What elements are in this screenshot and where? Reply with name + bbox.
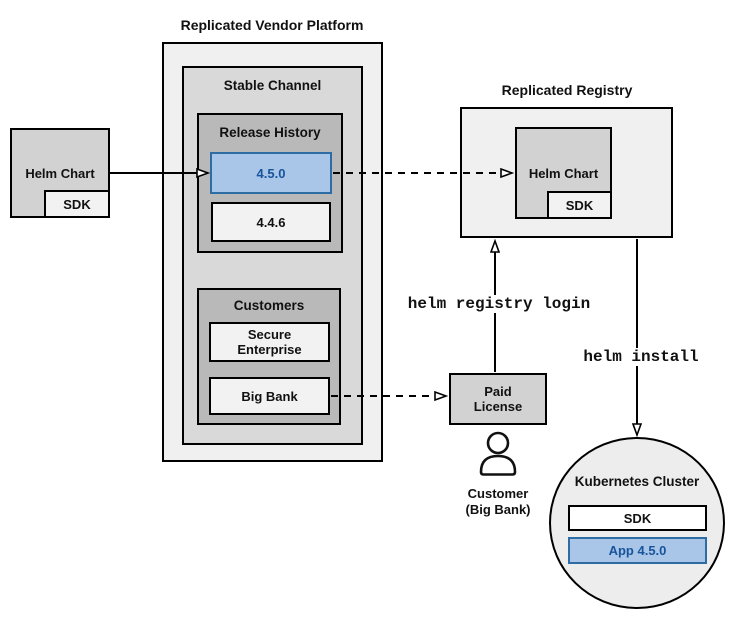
customer-caption-name: Customer [467, 486, 529, 501]
release-version-previous-box: 4.4.6 [211, 202, 331, 242]
release-version-current-box: 4.5.0 [210, 152, 332, 194]
customer-caption-org: (Big Bank) [465, 502, 531, 517]
command-helm-install: helm install [573, 348, 709, 366]
paid-license-box: Paid License [449, 373, 547, 425]
registry-title: Replicated Registry [501, 82, 633, 98]
release-history-label: Release History [219, 125, 321, 140]
source-sdk-label: SDK [63, 196, 91, 212]
registry-sdk-box: SDK [547, 191, 612, 219]
cluster-sdk-box: SDK [568, 505, 707, 531]
source-sdk-box: SDK [44, 190, 110, 218]
customers-label: Customers [233, 298, 305, 313]
cluster-sdk-label: SDK [623, 510, 652, 526]
customer-secure-enterprise-label: Secure Enterprise [237, 327, 302, 357]
command-helm-registry-login: helm registry login [399, 295, 599, 313]
release-version-previous-label: 4.4.6 [256, 214, 286, 230]
customer-big-bank-box: Big Bank [209, 377, 330, 415]
cluster-app-label: App 4.5.0 [608, 543, 667, 558]
customer-big-bank-label: Big Bank [241, 388, 298, 404]
vendor-platform-title: Replicated Vendor Platform [180, 17, 364, 33]
kubernetes-cluster-label: Kubernetes Cluster [574, 474, 700, 489]
cluster-app-box: App 4.5.0 [568, 537, 707, 564]
paid-license-label: Paid License [473, 384, 523, 414]
stable-channel-label: Stable Channel [223, 78, 322, 93]
customer-person-icon [479, 431, 517, 476]
source-helm-chart-label: Helm Chart [25, 165, 95, 181]
customer-secure-enterprise-box: Secure Enterprise [209, 322, 330, 362]
release-version-current-label: 4.5.0 [256, 165, 286, 181]
customer-caption: Customer (Big Bank) [438, 486, 558, 518]
registry-sdk-label: SDK [565, 197, 594, 213]
registry-helm-chart-label: Helm Chart [528, 165, 599, 181]
